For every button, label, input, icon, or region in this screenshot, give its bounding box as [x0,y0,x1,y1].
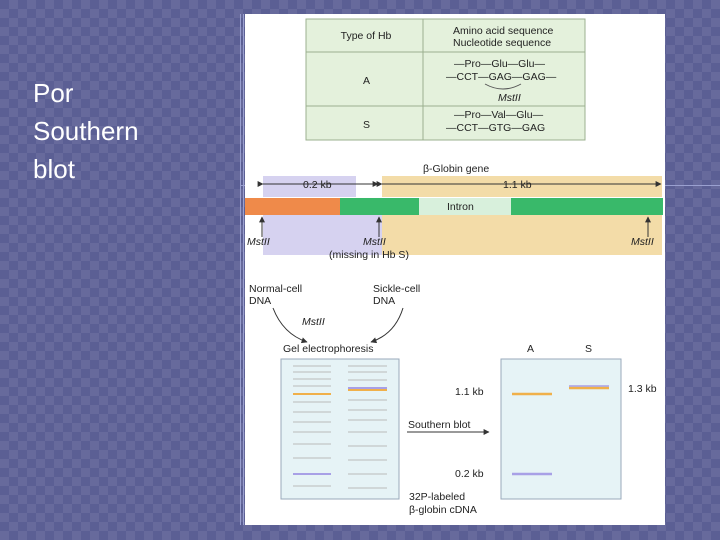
sickle-dna-line2: DNA [373,295,395,307]
sickle-digest-arrow [371,308,403,342]
table-header-nucleotide: Nucleotide sequence [453,37,551,49]
site-middle-note: (missing in Hb S) [329,249,409,261]
normal-dna-line2: DNA [249,295,271,307]
southern-blot-figure: Type of Hb Amino acid sequence Nucleotid… [245,14,665,525]
blot-membrane [501,359,621,499]
table-row-s-aa: —Pro—Val—Glu— [454,109,544,121]
right-fragment-size: 1.1 kb [503,179,532,191]
lane-a-label: A [527,343,534,355]
lane-s-label: S [585,343,592,355]
table-row-s-nt: —CCT—GTG—GAG [446,122,545,134]
table-row-a-enzyme: MstII [498,92,521,104]
normal-dna-line1: Normal-cell [249,283,302,295]
table-row-a-nt: —CCT—GAG—GAG— [446,71,557,83]
site-middle-label: MstII [363,236,386,248]
table-header-amino: Amino acid sequence [453,25,554,37]
size-0-2kb: 0.2 kb [455,468,484,480]
table-row-a-aa: —Pro—Glu—Glu— [454,58,546,70]
title-line-3: blot [33,150,139,188]
gel-label: Gel electrophoresis [283,343,373,355]
table-row-s-label: S [363,119,370,131]
probe-line1: 32P-labeled [409,491,465,503]
frame-line-vertical-right [243,14,244,525]
digest-enzyme: MstII [302,316,325,328]
site-right-label: MstII [631,236,654,248]
table-header-type: Type of Hb [341,30,392,42]
title-line-2: Southern [33,112,139,150]
site-left-label: MstII [247,236,270,248]
probe-line2: β-globin cDNA [409,504,477,516]
size-1-1kb: 1.1 kb [455,386,484,398]
frame-line-vertical-left [240,14,241,525]
intron-label: Intron [447,201,474,213]
right-lower-band [382,215,662,255]
size-1-3kb: 1.3 kb [628,383,657,395]
table-row-a-label: A [363,75,370,87]
sickle-dna-line1: Sickle-cell [373,283,420,295]
title-line-1: Por [33,74,139,112]
gene-label: β-Globin gene [423,163,489,175]
figure-svg: Type of Hb Amino acid sequence Nucleotid… [245,14,665,525]
blot-label: Southern blot [408,419,471,431]
exon-left [245,198,340,215]
slide-title: Por Southern blot [33,74,139,188]
left-fragment-size: 0.2 kb [303,179,332,191]
